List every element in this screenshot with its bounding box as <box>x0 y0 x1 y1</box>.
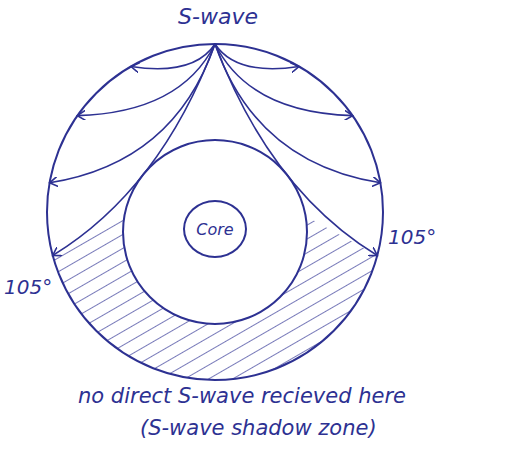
core-circle: Core <box>183 200 247 258</box>
outer-core-boundary <box>123 140 307 324</box>
earth-surface <box>47 44 383 380</box>
note-text: no direct S-wave recieved here <box>78 384 406 408</box>
s-wave-rays <box>50 44 381 256</box>
wave-label: S-wave <box>178 4 258 29</box>
note-text: (S-wave shadow zone) <box>140 416 377 440</box>
core-label: Core <box>196 220 233 239</box>
angle-label: 105° <box>4 276 52 299</box>
angle-label: 105° <box>388 226 436 249</box>
